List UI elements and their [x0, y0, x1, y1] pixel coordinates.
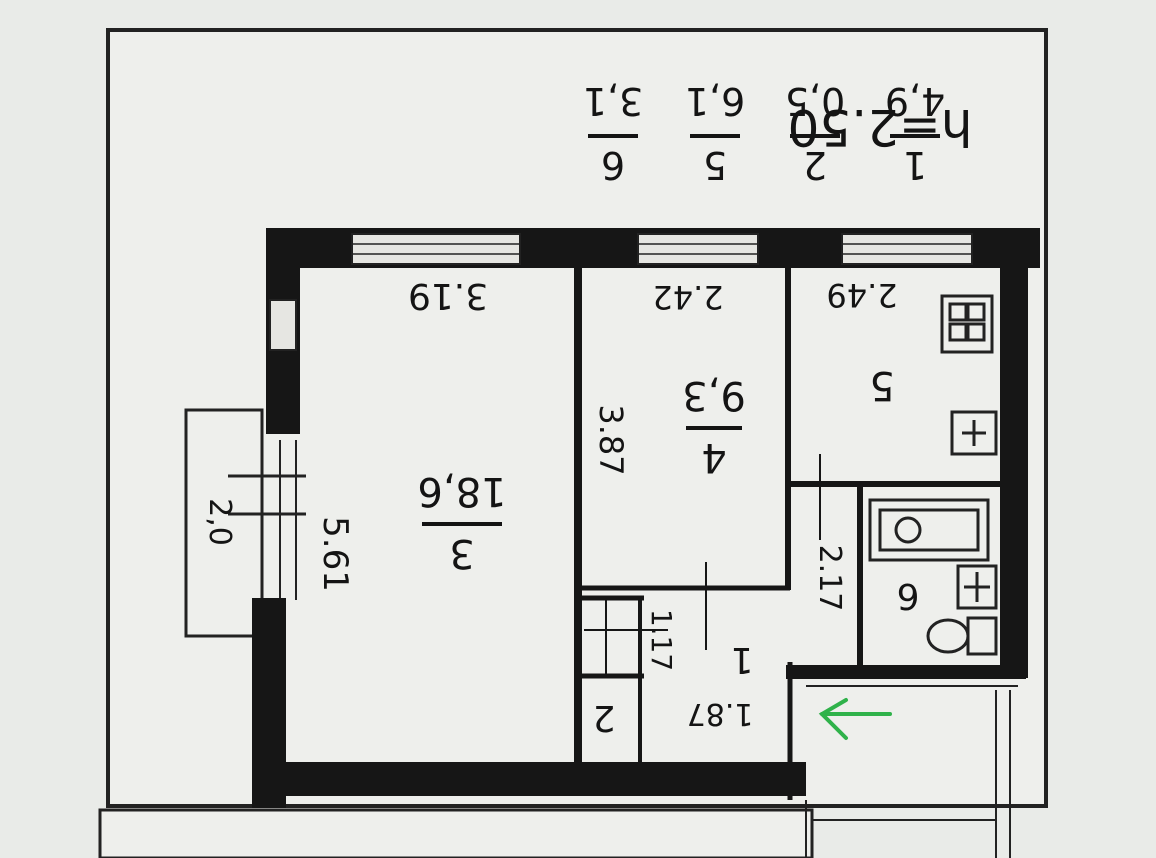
window-room3 [351, 233, 521, 265]
window-room5 [841, 233, 973, 265]
toilet-icon [926, 616, 998, 656]
room3-label: 3 18,6 [417, 468, 506, 576]
room5-number: 5 [869, 362, 894, 408]
dim-corridor-length: 2.17 [812, 545, 847, 612]
dim-room4-length: 3.87 [592, 404, 630, 475]
legend-room-1: 1 [903, 143, 927, 187]
room4-label: 4 9,3 [682, 372, 746, 480]
lower-strip [98, 808, 814, 858]
room4-area: 9,3 [682, 372, 746, 418]
legend-col-1: 1 4,9 [885, 79, 945, 187]
legend-area-1: 4,9 [885, 79, 945, 123]
dim-hall-small: 1.17 [645, 609, 678, 671]
dim-balcony: 2,0 [202, 498, 237, 546]
room2-number: 2 [593, 697, 616, 738]
dim-room5-width: 2.49 [826, 276, 897, 314]
legend-area-2: 0,5 [785, 79, 845, 123]
interior-walls [574, 266, 1026, 800]
wall-right [1000, 228, 1028, 678]
legend-col-2: 2 0,5 [785, 79, 845, 187]
wall-bottom [266, 762, 806, 796]
dim-hall-width: 1.87 [687, 696, 754, 731]
legend-room-2: 2 [803, 143, 827, 187]
dim-room3-length: 5.61 [315, 516, 355, 592]
legend-col-6: 6 3,1 [583, 79, 643, 187]
dim-room3-width: 3.19 [408, 275, 488, 316]
washbasin-icon [956, 564, 998, 610]
room3-area: 18,6 [417, 468, 506, 514]
windows [269, 233, 973, 351]
sink-icon [950, 410, 998, 456]
ceiling-height-label: h=2.50 [788, 98, 973, 156]
room6-number: 6 [897, 575, 920, 616]
legend-area-6: 3,1 [583, 79, 643, 123]
stairwell [805, 685, 1018, 858]
room3-number: 3 [449, 530, 474, 576]
legend-room-6: 6 [601, 143, 625, 187]
legend-room-5: 5 [703, 143, 727, 187]
window-room4 [637, 233, 759, 265]
legend-area-5: 6,1 [685, 79, 745, 123]
stove-icon [940, 294, 994, 354]
bathtub-icon [868, 498, 990, 562]
window-left [269, 299, 297, 351]
dim-room4-width: 2.42 [652, 278, 723, 316]
room1-number: 1 [731, 639, 754, 680]
room4-number: 4 [701, 434, 726, 480]
legend-col-5: 5 6,1 [685, 79, 745, 187]
header-block: h=2.50 1 4,9 2 0,5 5 6,1 6 3,1 [583, 79, 973, 187]
entrance-arrow-icon [818, 698, 892, 740]
